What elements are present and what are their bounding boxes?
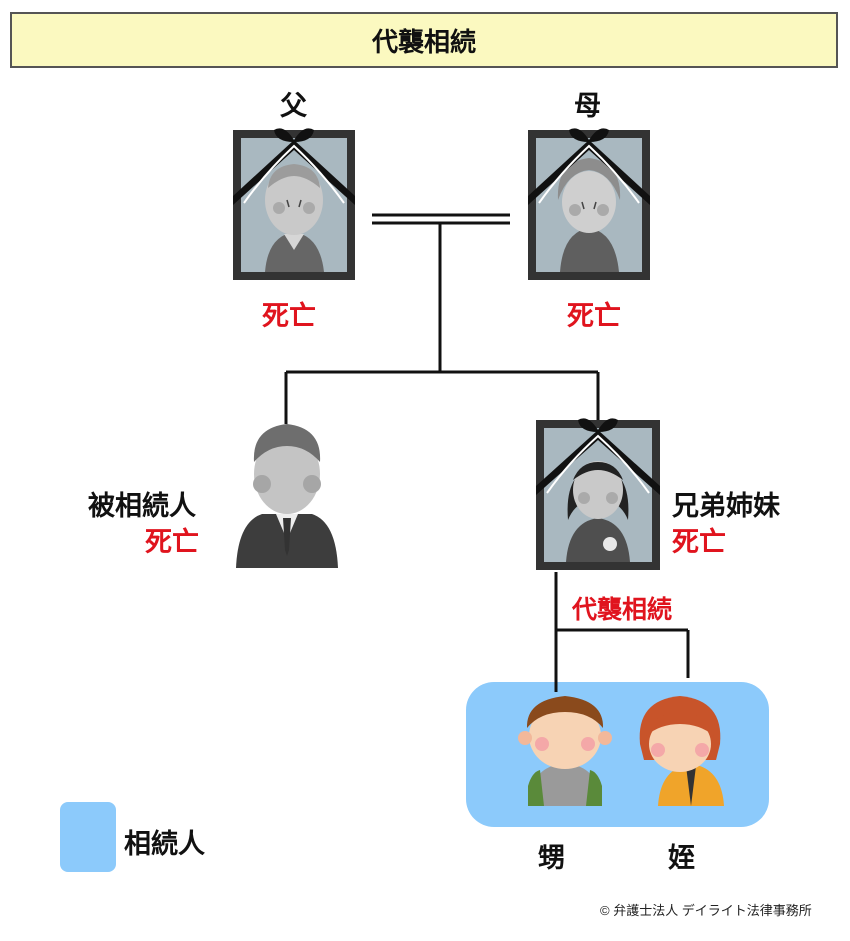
diagram-title: 代襲相続 [371, 27, 476, 58]
decedent-label: 被相続人 [88, 491, 196, 522]
decedent-figure [236, 424, 338, 568]
father-label: 父 [280, 91, 307, 122]
niece-figure [639, 696, 724, 806]
mother-portrait [528, 128, 650, 280]
father-status: 死亡 [262, 301, 316, 332]
father-portrait [233, 128, 355, 280]
connector-lines [284, 213, 690, 692]
sibling-status: 死亡 [672, 527, 726, 558]
title-banner: 代襲相続 [10, 12, 838, 68]
mother-label: 母 [574, 91, 601, 122]
mother-status: 死亡 [567, 301, 621, 332]
legend-label: 相続人 [124, 829, 205, 860]
substitution-label: 代襲相続 [572, 595, 673, 624]
nephew-figure [518, 696, 612, 806]
sibling-label: 兄弟姉妹 [672, 491, 780, 522]
sibling-portrait [536, 418, 660, 570]
niece-label: 姪 [668, 843, 695, 874]
nephew-label: 甥 [538, 843, 565, 874]
legend-swatch [60, 802, 116, 872]
decedent-status: 死亡 [145, 527, 199, 558]
copyright-text: © 弁護士法人 デイライト法律事務所 [600, 903, 812, 918]
